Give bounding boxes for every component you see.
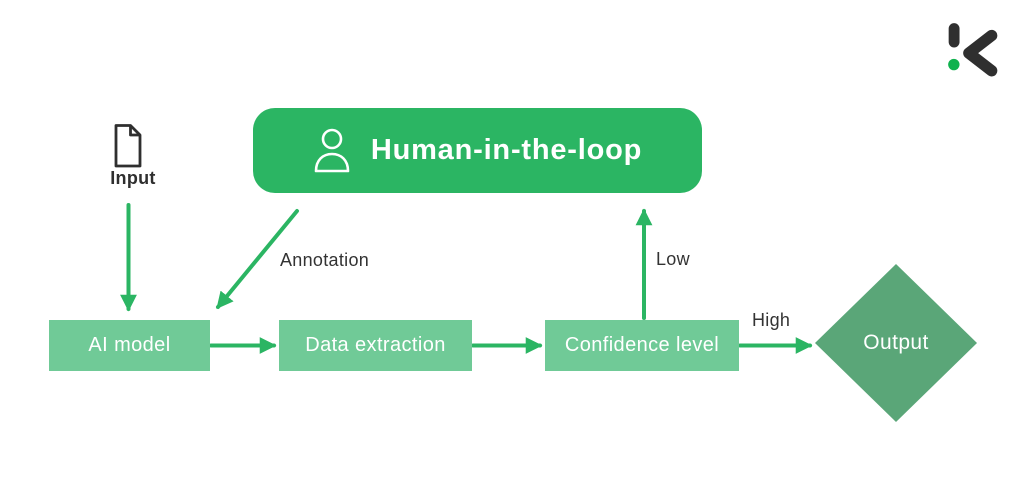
klippa-logo bbox=[948, 23, 998, 77]
node-human-in-the-loop: Human-in-the-loop bbox=[253, 108, 702, 193]
node-confidence-level-label: Confidence level bbox=[564, 334, 720, 356]
document-icon bbox=[114, 124, 142, 168]
node-human-in-the-loop-label: Human-in-the-loop bbox=[370, 134, 643, 166]
logo-dot bbox=[948, 58, 960, 71]
logo-chevron bbox=[963, 29, 998, 77]
node-output-label: Output bbox=[863, 331, 929, 354]
node-data-extraction-label: Data extraction bbox=[305, 334, 446, 356]
node-output: Output bbox=[815, 264, 977, 422]
node-ai-model-label: AI model bbox=[88, 334, 171, 356]
person-icon bbox=[314, 128, 350, 173]
node-ai-model: AI model bbox=[49, 320, 210, 371]
logo-stem bbox=[948, 23, 960, 48]
node-input-label: Input bbox=[110, 168, 156, 188]
edge-label-annotation: Annotation bbox=[280, 250, 370, 270]
node-data-extraction: Data extraction bbox=[279, 320, 472, 371]
edge-label-low: Low bbox=[656, 249, 690, 269]
edge-label-high: High bbox=[752, 310, 791, 330]
node-confidence-level: Confidence level bbox=[545, 320, 739, 371]
